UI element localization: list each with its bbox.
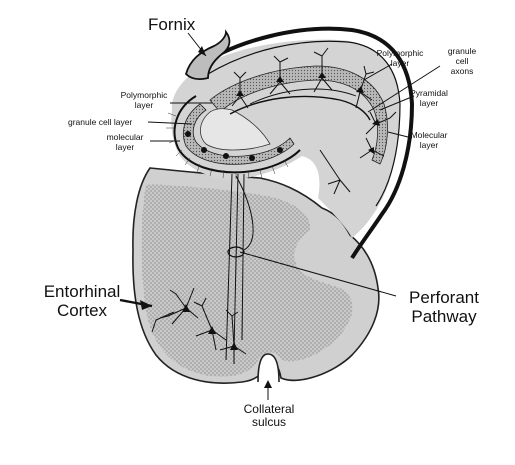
collateral-sulcus-label: Collateral sulcus bbox=[236, 403, 302, 429]
polymorphic-left-line1: Polymorphic bbox=[120, 90, 168, 100]
entorhinal-neurons bbox=[151, 287, 247, 364]
dentate-hilus bbox=[200, 108, 271, 151]
collateral-line1: Collateral bbox=[243, 402, 295, 416]
granule-cell-axons-2 bbox=[249, 88, 357, 105]
pyramidal-layer-band bbox=[209, 65, 388, 165]
dentate-gyrus-outer bbox=[173, 95, 301, 174]
granule-cell-layer-label: granule cell layer bbox=[68, 117, 133, 127]
entorhinal-grey-matter bbox=[141, 184, 353, 377]
molecular-right-line2: layer bbox=[419, 140, 439, 150]
pyramidal-somata bbox=[236, 72, 380, 154]
collateral-line2: sulcus bbox=[251, 415, 286, 429]
perforant-line2: Pathway bbox=[411, 307, 477, 326]
pyramidal-neurons bbox=[231, 47, 397, 195]
granule-axons-line2: cell bbox=[455, 56, 469, 66]
entorhinal-line2: Cortex bbox=[56, 301, 108, 320]
hippocampus-outer-contour bbox=[194, 26, 415, 260]
pyramidal-line2: layer bbox=[419, 98, 439, 108]
fornix-label: Fornix bbox=[148, 15, 196, 34]
granule-cell-axons bbox=[229, 95, 371, 121]
polymorphic-right-line1: Polymorphic bbox=[376, 48, 424, 58]
molecular-right-line1: Molecular bbox=[410, 130, 448, 140]
pyramidal-line1: Pyramidal bbox=[410, 88, 448, 98]
polymorphic-right-line2: layer bbox=[390, 58, 410, 68]
pyramidal-label: Pyramidal layer bbox=[404, 88, 454, 108]
granule-axons-label: granule cell axons bbox=[440, 46, 484, 76]
entorhinal-somata bbox=[182, 304, 238, 350]
fornix-arrowhead bbox=[198, 46, 206, 56]
granule-axons-line1: granule bbox=[447, 46, 477, 56]
polymorphic-right-label: Polymorphic layer bbox=[370, 48, 430, 68]
molecular-left-label: molecular layer bbox=[100, 132, 150, 152]
fornix-structure bbox=[184, 29, 231, 81]
molecular-left-line2: layer bbox=[115, 142, 135, 152]
granule-cells bbox=[185, 131, 283, 161]
perforant-line1: Perforant bbox=[409, 288, 479, 307]
entorhinal-arrowhead bbox=[140, 300, 152, 310]
entorhinal-line1: Entorhinal bbox=[43, 282, 121, 301]
molecular-right-label: Molecular layer bbox=[404, 130, 454, 150]
polymorphic-left-line2: layer bbox=[134, 100, 154, 110]
perforant-pathway-label: Perforant Pathway bbox=[394, 288, 494, 326]
entorhinal-cortex-label: Entorhinal Cortex bbox=[32, 282, 132, 320]
polymorphic-left-label: Polymorphic layer bbox=[116, 90, 172, 110]
collateral-sulcus-notch bbox=[257, 353, 280, 383]
dentate-granule-band bbox=[183, 103, 295, 165]
molecular-layer-lines bbox=[166, 112, 289, 180]
perforant-pathway-marker bbox=[227, 246, 245, 258]
molecular-left-line1: molecular bbox=[106, 132, 144, 142]
collateral-arrowhead bbox=[264, 380, 272, 388]
perforant-pathway-fibers bbox=[225, 173, 254, 361]
hippocampus-inner-contour bbox=[207, 40, 401, 207]
granule-axons-line3: axons bbox=[450, 66, 474, 76]
